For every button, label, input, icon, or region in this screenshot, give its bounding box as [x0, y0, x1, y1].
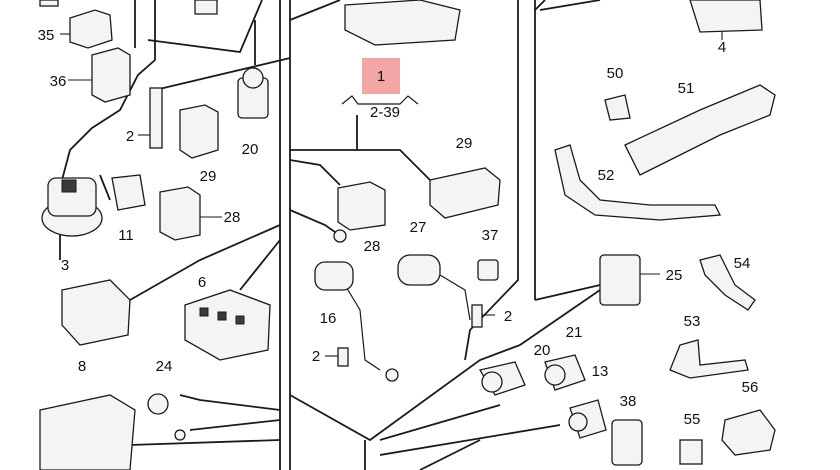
part-ring-terminal: [333, 229, 347, 243]
label-2-right: 2: [504, 308, 512, 325]
label-20-top: 20: [242, 141, 259, 158]
part-20-lower: [478, 361, 526, 396]
part-labels: 35 36 2 20 29 11 28 3 4 29 28 27 37 16 2…: [38, 27, 759, 428]
label-36: 36: [50, 73, 67, 90]
part-55: [679, 439, 703, 465]
part-2-right-clip: [471, 304, 495, 328]
part-fusebox-lower: [39, 394, 136, 470]
label-28-center: 28: [364, 238, 381, 255]
label-37: 37: [482, 227, 499, 244]
part-28-left: [159, 186, 222, 241]
label-24: 24: [156, 358, 173, 375]
callout-reference-label: 2-39: [370, 104, 400, 121]
part-52: [554, 144, 722, 221]
part-35: [60, 9, 113, 49]
part-ring-lower: [385, 368, 399, 382]
part-8: [61, 279, 131, 346]
part-38: [611, 419, 643, 466]
label-35: 35: [38, 27, 55, 44]
label-50: 50: [607, 65, 624, 82]
label-13: 13: [592, 363, 609, 380]
label-52: 52: [598, 167, 615, 184]
part-54: [699, 254, 756, 311]
part-29-center: [429, 167, 501, 219]
label-4: 4: [718, 39, 726, 56]
callout-reference: 1 2-39: [341, 58, 419, 121]
part-53: [669, 339, 749, 379]
harness-wires: [59, 0, 601, 470]
part-56: [721, 409, 776, 456]
part-4: [689, 0, 763, 40]
label-51: 51: [678, 80, 695, 97]
label-6: 6: [198, 274, 206, 291]
label-2-center: 2: [312, 348, 320, 365]
label-56: 56: [742, 379, 759, 396]
part-51: [624, 84, 776, 176]
part-13: [568, 399, 607, 439]
label-3: 3: [61, 257, 69, 274]
label-55: 55: [684, 411, 701, 428]
part-3: [41, 177, 103, 237]
label-28-left: 28: [224, 209, 241, 226]
part-6: [184, 289, 271, 361]
label-21: 21: [566, 324, 583, 341]
part-29-left: [179, 104, 219, 159]
part-25: [599, 254, 660, 306]
label-29-left: 29: [200, 168, 217, 185]
callout-highlight: [362, 58, 400, 94]
label-54: 54: [734, 255, 751, 272]
part-24: [147, 393, 186, 441]
label-2-left: 2: [126, 128, 134, 145]
label-27: 27: [410, 219, 427, 236]
part-36: [68, 47, 131, 103]
callout-number: 1: [377, 68, 385, 85]
label-11: 11: [118, 227, 134, 244]
label-16: 16: [320, 310, 337, 327]
part-11: [111, 174, 146, 211]
part-28-center: [337, 181, 386, 231]
part-2-left-clip: [138, 87, 163, 149]
part-37: [477, 259, 499, 281]
label-20-lower: 20: [534, 342, 551, 359]
part-27: [397, 254, 441, 286]
label-38: 38: [620, 393, 637, 410]
part-top-bracket: [344, 0, 461, 46]
part-top-small: [39, 0, 218, 15]
label-53: 53: [684, 313, 701, 330]
part-16: [314, 261, 354, 291]
label-29-center: 29: [456, 135, 473, 152]
label-8: 8: [78, 358, 86, 375]
part-21: [544, 354, 586, 391]
label-25: 25: [666, 267, 683, 284]
part-2-center-clip: [325, 347, 349, 367]
part-20-top: [237, 67, 269, 119]
part-50: [604, 94, 631, 121]
